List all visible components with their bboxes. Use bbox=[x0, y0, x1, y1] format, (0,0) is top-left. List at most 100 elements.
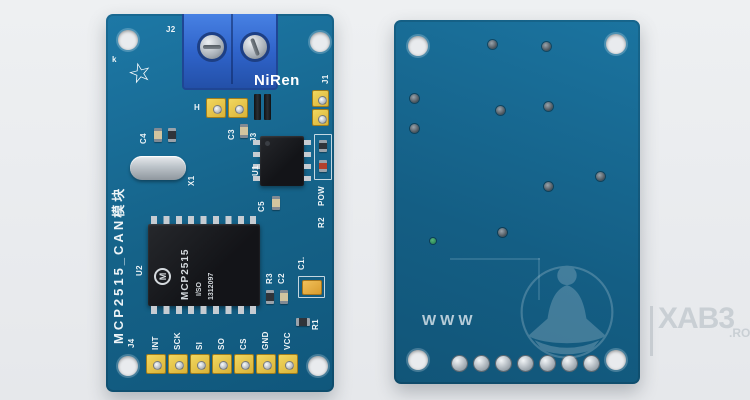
header-pin bbox=[212, 354, 232, 374]
silk-label-r1: R1 bbox=[311, 319, 320, 330]
silk-label-k: k bbox=[112, 55, 117, 64]
smd-resistor bbox=[319, 140, 327, 152]
pcb-back: WWW bbox=[394, 20, 640, 384]
header-pin bbox=[256, 354, 276, 374]
pin-label-si: SI bbox=[195, 341, 204, 350]
chip-marking-line2: I/SO bbox=[196, 281, 203, 296]
silk-label-r2: R2 bbox=[317, 217, 326, 228]
silk-outline-box bbox=[314, 134, 332, 180]
mounting-hole bbox=[118, 356, 138, 376]
silk-label-c4: C4 bbox=[139, 133, 148, 144]
mounting-hole bbox=[606, 34, 626, 54]
solder-joint bbox=[518, 356, 533, 371]
watermark-tld: .RO bbox=[729, 326, 750, 340]
silk-label-h: H bbox=[194, 103, 201, 112]
header-pin bbox=[312, 109, 329, 126]
silk-label-j2: J2 bbox=[166, 25, 176, 34]
smd-resistor bbox=[168, 128, 176, 142]
solder-joint bbox=[452, 356, 467, 371]
can-transceiver-chip bbox=[253, 136, 311, 186]
solder-pad bbox=[544, 182, 553, 191]
mounting-hole bbox=[118, 30, 138, 50]
pcb-front: k ☆ J2 H J1 NiRen C4 C3 J3 U1 POW R2 X1 … bbox=[106, 14, 334, 392]
chip-pins bbox=[151, 216, 257, 224]
smd-capacitor bbox=[272, 196, 280, 210]
header-pin bbox=[228, 98, 248, 118]
mounting-hole bbox=[408, 350, 428, 370]
solder-pad bbox=[488, 40, 497, 49]
terminal-divider bbox=[231, 14, 233, 84]
brand-text: NiRen bbox=[254, 72, 300, 89]
chip-logo-letter: M bbox=[157, 272, 168, 281]
header-pin bbox=[146, 354, 166, 374]
pin-label-cs: CS bbox=[239, 338, 248, 350]
module-side-label: MCP2515_CAN模块 bbox=[111, 185, 126, 344]
smd-capacitor bbox=[240, 124, 248, 138]
smd-capacitor bbox=[154, 128, 162, 142]
chip-marking-line3: 1312097 bbox=[208, 272, 215, 300]
watermark-brand: XAB3 bbox=[658, 302, 735, 335]
solder-pad bbox=[410, 94, 419, 103]
silk-label-c1: C1. bbox=[297, 256, 306, 270]
silk-label-u1: U1 bbox=[251, 165, 260, 176]
solder-joint bbox=[540, 356, 555, 371]
meditating-figure-watermark-icon bbox=[512, 256, 622, 369]
mounting-hole bbox=[310, 32, 330, 52]
terminal-solder-pin bbox=[254, 94, 261, 120]
copper-trace bbox=[450, 258, 540, 260]
silk-label-c2: C2 bbox=[277, 273, 286, 284]
silk-label-c3: C3 bbox=[227, 129, 236, 140]
pin-label-gnd: GND bbox=[261, 331, 270, 350]
chip-marking-line1: MCP2515 bbox=[180, 248, 191, 300]
silk-label-j1: J1 bbox=[321, 74, 330, 85]
watermark-separator bbox=[650, 306, 653, 356]
solder-pad bbox=[596, 172, 605, 181]
power-led bbox=[319, 160, 327, 172]
silk-label-x1: X1 bbox=[187, 175, 196, 186]
silk-label-c5: C5 bbox=[257, 201, 266, 212]
screw-slot-icon bbox=[203, 45, 221, 49]
header-pin bbox=[190, 354, 210, 374]
silk-outline-box bbox=[298, 276, 325, 298]
pin-label-sck: SCK bbox=[173, 332, 182, 350]
screw-slot-icon bbox=[250, 37, 260, 57]
terminal-solder-pin bbox=[264, 94, 271, 120]
copper-trace bbox=[538, 258, 540, 300]
smd-capacitor bbox=[280, 290, 288, 304]
via-pad bbox=[430, 238, 436, 244]
solder-pad bbox=[410, 124, 419, 133]
tantalum-capacitor bbox=[302, 280, 322, 295]
solder-joint bbox=[474, 356, 489, 371]
pin-label-vcc: VCC bbox=[283, 332, 292, 350]
silk-label-j4: J4 bbox=[127, 338, 136, 349]
header-pin bbox=[168, 354, 188, 374]
pin-label-so: SO bbox=[217, 337, 226, 350]
header-pin bbox=[312, 90, 329, 107]
chip-pins bbox=[151, 306, 257, 314]
smd-resistor bbox=[266, 290, 274, 304]
watermark-www: WWW bbox=[422, 312, 477, 329]
star-logo-icon: ☆ bbox=[124, 55, 156, 91]
header-pin bbox=[234, 354, 254, 374]
pin-label-int: INT bbox=[151, 336, 160, 350]
chip-pins bbox=[304, 140, 311, 182]
header-pin bbox=[206, 98, 226, 118]
crystal-oscillator bbox=[130, 156, 186, 180]
mounting-hole bbox=[408, 36, 428, 56]
mounting-hole bbox=[606, 350, 626, 370]
solder-joint bbox=[584, 356, 599, 371]
silk-label-u2: U2 bbox=[135, 265, 144, 276]
terminal-screw bbox=[197, 32, 227, 62]
solder-joint bbox=[562, 356, 577, 371]
solder-pad bbox=[542, 42, 551, 51]
solder-pad bbox=[498, 228, 507, 237]
mounting-hole bbox=[308, 356, 328, 376]
screw-terminal-block bbox=[182, 14, 278, 90]
terminal-screw bbox=[240, 32, 270, 62]
solder-pad bbox=[544, 102, 553, 111]
solder-joint bbox=[496, 356, 511, 371]
chip-pins bbox=[253, 140, 260, 182]
silk-label-pow: POW bbox=[317, 185, 326, 206]
microchip-logo-icon: M bbox=[154, 268, 171, 285]
